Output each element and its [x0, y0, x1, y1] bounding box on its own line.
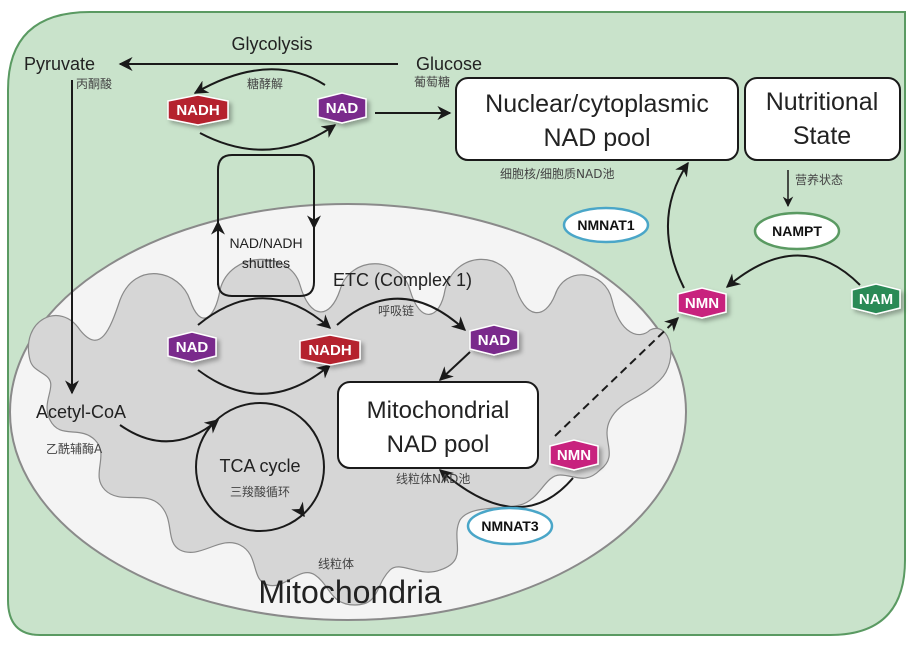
etc-label: ETC (Complex 1)	[333, 270, 472, 290]
enzyme-nmnat1: NMNAT1	[562, 206, 650, 244]
glycolysis-nadh-to-nad-arc	[199, 124, 337, 151]
glucose-label: Glucose	[416, 54, 482, 74]
nutritional-line2: State	[793, 122, 851, 150]
glycolysis-cn-label: 糖酵解	[247, 76, 283, 91]
badge-hexagon	[677, 287, 727, 319]
enzyme-nampt: NAMPT	[753, 211, 841, 251]
nutritional-cn: 营养状态	[795, 172, 843, 187]
tca-label: TCA cycle	[219, 456, 300, 476]
badge-nmn-mito: NMN	[549, 439, 599, 471]
mitochondria-cn: 线粒体	[318, 556, 354, 571]
badge-label: NMN	[685, 295, 719, 312]
badge-hexagon	[167, 331, 217, 363]
nuclear-pool-line1: Nuclear/cytoplasmic	[485, 90, 709, 118]
nuclear-pool-cn: 细胞核/细胞质NAD池	[500, 167, 614, 181]
glycolysis-label: Glycolysis	[231, 34, 312, 54]
mito-pool-cn: 线粒体NAD池	[396, 471, 470, 486]
nam-to-nmn-arc	[725, 254, 861, 288]
tca-cycle-circle	[195, 402, 325, 532]
badge-hexagon	[299, 334, 361, 366]
badge-label: NAD	[326, 100, 359, 117]
badge-hexagon	[317, 92, 367, 124]
nad-to-mito-pool-arrow	[438, 351, 471, 381]
shuttle-box-lower	[217, 230, 315, 297]
glucose-cn-label: 葡萄糖	[414, 74, 450, 89]
badge-nam: NAM	[851, 283, 901, 315]
badge-nadh-mito: NADH	[299, 334, 361, 366]
shuttles-line1: NAD/NADH	[229, 235, 302, 251]
nmn-to-nuclear-pool-arc	[667, 161, 689, 289]
nutritional-line1: Nutritional	[766, 88, 879, 116]
badge-label: NAD	[478, 332, 511, 349]
etc-arc	[336, 297, 467, 331]
glycolysis-nad-to-nadh-arc	[193, 68, 326, 94]
etc-cn: 呼吸链	[378, 303, 414, 318]
nuclear-pool-box	[455, 77, 739, 161]
badge-nad-mito-right: NAD	[469, 324, 519, 356]
mito-pool-line2: NAD pool	[387, 431, 490, 458]
tca-cn: 三羧酸循环	[230, 484, 290, 499]
tca-cycle-arrowhead	[291, 501, 305, 518]
enzyme-nampt-label: NAMPT	[772, 223, 822, 239]
badge-label: NADH	[176, 102, 219, 119]
pyruvate-label: Pyruvate	[24, 54, 95, 74]
mito-nad-to-nadh-lower-arc	[197, 364, 332, 395]
acetylcoa-to-tca-arrow	[119, 419, 220, 443]
acetylcoa-label: Acetyl-CoA	[36, 402, 126, 422]
badge-label: NAM	[859, 291, 893, 308]
enzyme-nmnat3: NMNAT3	[466, 506, 554, 546]
mito-nad-to-nadh-upper-arc	[197, 297, 332, 329]
pyruvate-cn-label: 丙酮酸	[76, 76, 112, 91]
shuttles-line2: shuttles	[242, 255, 290, 271]
enzyme-nmnat3-label: NMNAT3	[481, 518, 539, 534]
badge-label: NADH	[308, 342, 351, 359]
nutritional-state-box	[744, 77, 901, 161]
nmn-transport-dashed-arrow	[554, 317, 680, 437]
acetylcoa-cn: 乙酰辅酶A	[46, 441, 103, 456]
badge-nadh-glyco: NADH	[167, 94, 229, 126]
mitochondria-label: Mitochondria	[258, 574, 441, 610]
mito-pool-box	[337, 381, 539, 469]
enzyme-nmnat1-label: NMNAT1	[577, 217, 635, 233]
badge-nad-glyco: NAD	[317, 92, 367, 124]
shuttle-loop	[217, 154, 315, 230]
nuclear-pool-line2: NAD pool	[544, 124, 651, 152]
badge-hexagon	[469, 324, 519, 356]
badge-hexagon	[167, 94, 229, 126]
badge-hexagon	[851, 283, 901, 315]
badge-hexagon	[549, 439, 599, 471]
badge-label: NAD	[176, 339, 209, 356]
mito-pool-line1: Mitochondrial	[367, 397, 510, 424]
badge-nmn-cyto: NMN	[677, 287, 727, 319]
badge-nad-mito-left: NAD	[167, 331, 217, 363]
badge-label: NMN	[557, 447, 591, 464]
